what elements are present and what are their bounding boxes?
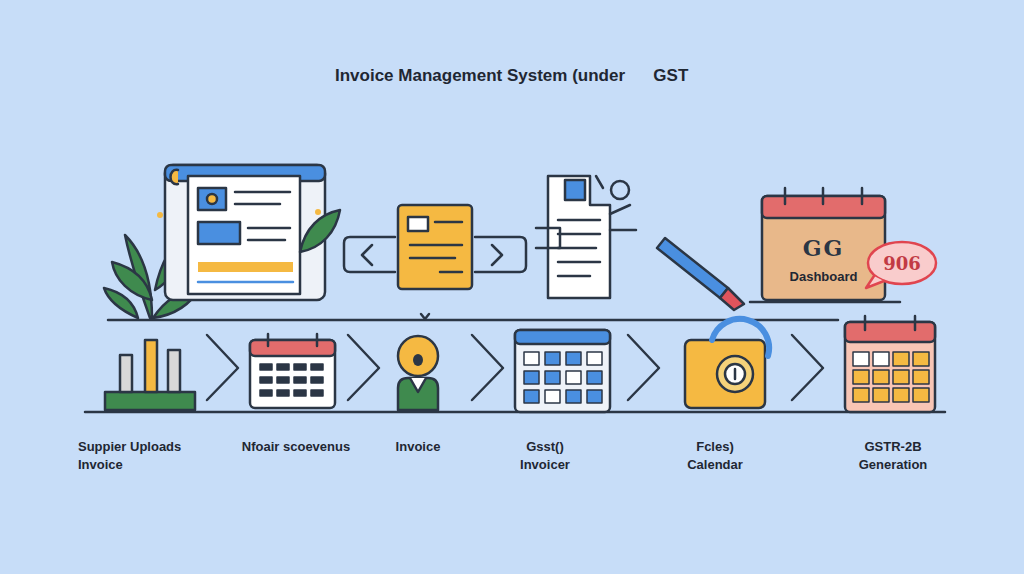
grid-cell	[294, 390, 306, 396]
node-text: GG	[803, 235, 845, 261]
grid-cell	[277, 390, 289, 396]
grid-cell	[311, 390, 323, 396]
step-caption: Gsst() Invoicer	[510, 438, 580, 473]
grid-cell	[545, 371, 560, 384]
grid-cell	[873, 388, 889, 402]
grid-cell	[524, 352, 539, 365]
grid-cell	[913, 352, 929, 366]
grid-cell	[566, 352, 581, 365]
grid-cell	[545, 352, 560, 365]
grid-cell	[566, 390, 581, 403]
grid-cell	[893, 352, 909, 366]
grid-cell	[277, 364, 289, 370]
grid-cell	[853, 352, 869, 366]
grid-cell	[294, 377, 306, 383]
grid-cell	[893, 388, 909, 402]
dashboard-calendar: GG Dashboard	[764, 219, 883, 299]
step-caption: GSTR-2B Generation	[847, 438, 939, 473]
grid-cell	[311, 377, 323, 383]
grid-cell	[260, 390, 272, 396]
grid-cell	[294, 364, 306, 370]
grid-cell	[893, 370, 909, 384]
step-caption: Nfoair scoevenus	[231, 438, 361, 456]
grid-cell	[587, 390, 602, 403]
node-text: Dashboard	[790, 269, 858, 284]
step-caption: Invoice	[378, 438, 458, 456]
title: Invoice Management System (under GST	[335, 66, 688, 86]
grid-cell	[913, 370, 929, 384]
grid-cell	[277, 377, 289, 383]
count-badge: 906	[870, 244, 934, 282]
grid-cell	[853, 370, 869, 384]
grid-cell	[853, 388, 869, 402]
node-text: 906	[883, 253, 921, 274]
grid-cell	[311, 364, 323, 370]
grid-cell	[524, 390, 539, 403]
grid-cell	[587, 371, 602, 384]
grid-cell	[260, 377, 272, 383]
grid-cell	[566, 371, 581, 384]
grid-cell	[587, 352, 602, 365]
grid-cell	[260, 364, 272, 370]
grid-cell	[873, 370, 889, 384]
step-caption: Fcles) Calendar	[680, 438, 750, 473]
grid-cell	[873, 352, 889, 366]
grid-cell	[524, 371, 539, 384]
step-caption: Suppier Uploads Invoice	[78, 438, 198, 473]
grid-cell	[545, 390, 560, 403]
grid-cell	[913, 388, 929, 402]
